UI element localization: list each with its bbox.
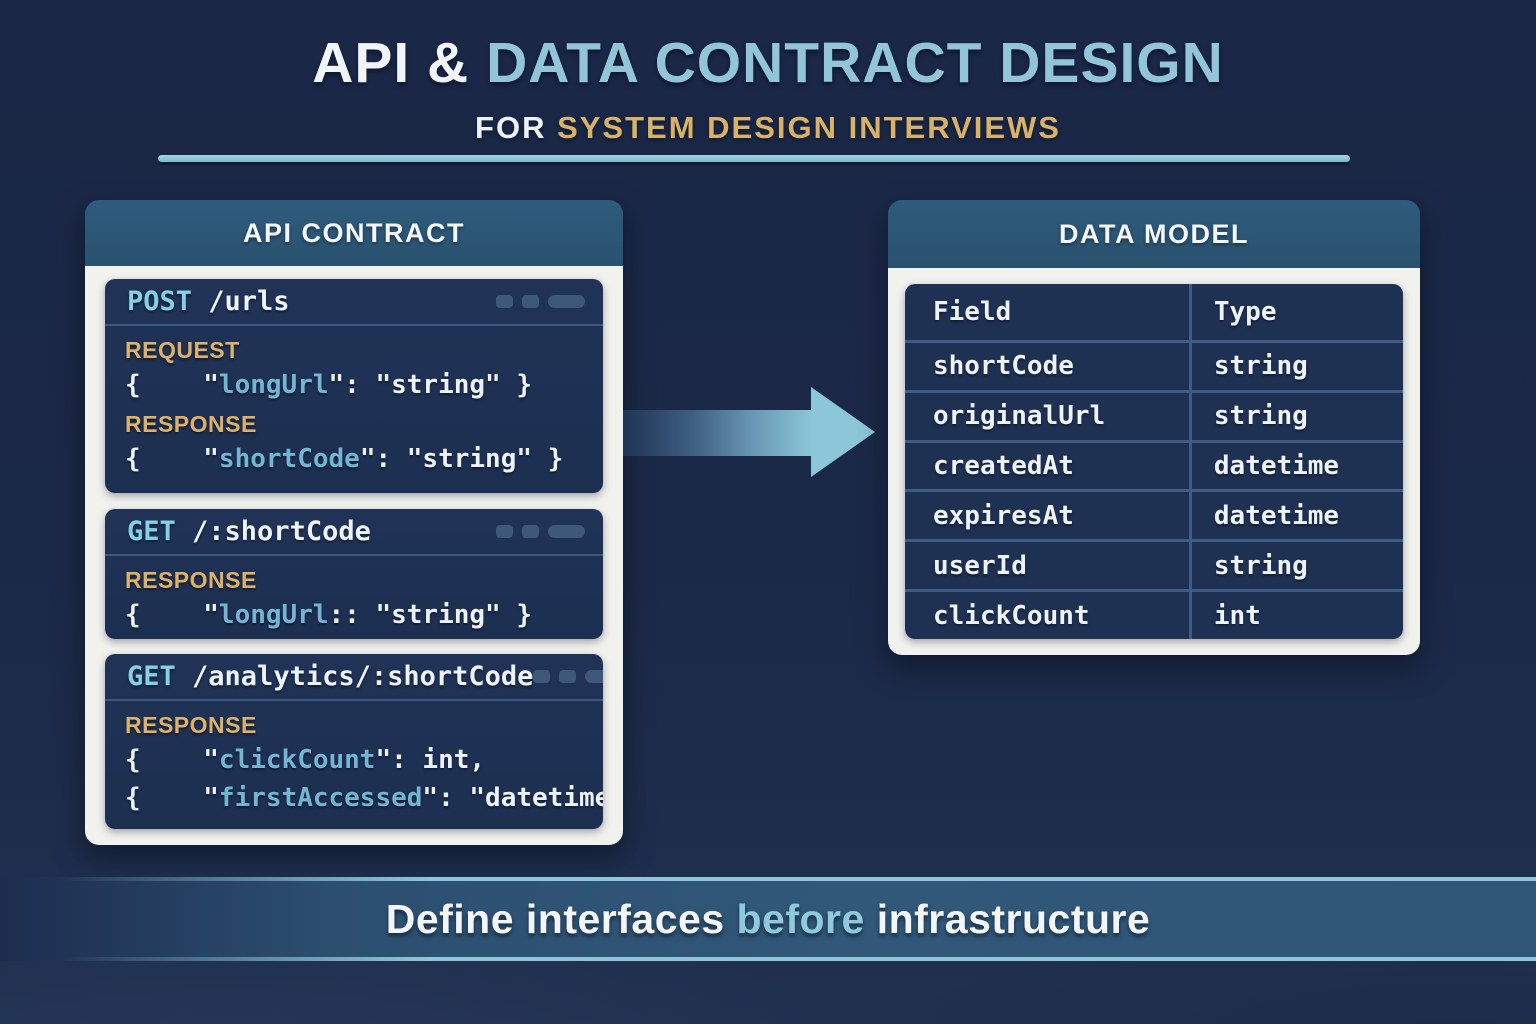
json-key: firstAccessed <box>218 783 423 813</box>
table-row: clickCount int <box>905 589 1403 639</box>
type-cell: datetime <box>1188 492 1403 540</box>
code-card-get-shortcode: GET /:shortCode RESPONSE { "longUrl:: "s… <box>105 509 603 639</box>
footer-tagline: Define interfaces before infrastructure <box>386 896 1151 943</box>
page-title-white: API & <box>312 31 487 95</box>
json-prefix: { " <box>125 600 219 630</box>
code-card-content: RESPONSE { "clickCount": int, { "firstAc… <box>105 701 603 823</box>
code-card-titlebar: GET /:shortCode <box>105 509 603 556</box>
json-line: { "longUrl": "string" } <box>125 366 583 404</box>
footer-banner: Define interfaces before infrastructure <box>0 877 1536 961</box>
field-cell: originalUrl <box>933 401 1106 432</box>
section-label-response: RESPONSE <box>125 411 257 437</box>
json-key: shortCode <box>218 444 360 474</box>
json-line: { "shortCode": "string" } <box>125 440 583 478</box>
http-method: POST <box>127 286 193 317</box>
type-cell: datetime <box>1188 442 1403 490</box>
api-contract-panel-body: POST /urls REQUEST { "longUrl": "string"… <box>85 266 623 845</box>
code-card-content: REQUEST { "longUrl": "string" } RESPONSE… <box>105 326 603 484</box>
json-line: { "clickCount": int, <box>125 741 583 779</box>
table-row: shortCode string <box>905 340 1403 390</box>
endpoint-title: GET /:shortCode <box>127 516 371 547</box>
http-method: GET <box>127 661 176 692</box>
window-dot-icon <box>533 670 551 683</box>
type-cell: int <box>1188 592 1403 639</box>
window-dots <box>496 525 585 538</box>
window-dot-icon <box>496 525 513 538</box>
column-header-field: Field <box>933 297 1012 327</box>
data-model-panel-body: Field Type shortCode string originalUrl … <box>888 268 1420 655</box>
table-row: userId string <box>905 539 1403 590</box>
footer-tagline-white-1: Define interfaces <box>385 895 737 942</box>
footer-tagline-white-2: infrastructure <box>864 895 1151 942</box>
json-prefix: { " <box>125 370 219 400</box>
endpoint-path: /:shortCode <box>175 516 371 547</box>
data-model-panel-title: DATA MODEL <box>888 200 1420 268</box>
json-key: clickCount <box>218 745 376 775</box>
window-pill-icon <box>548 295 585 308</box>
type-cell: string <box>1188 392 1403 440</box>
field-cell: clickCount <box>933 600 1090 631</box>
flow-arrow-icon <box>623 387 877 477</box>
json-key: longUrl <box>218 600 329 630</box>
field-cell: createdAt <box>933 451 1074 482</box>
json-suffix: :: "string" } <box>328 600 533 630</box>
table-row: originalUrl string <box>905 389 1403 440</box>
arrow-head <box>811 387 875 477</box>
page-subtitle-white: FOR <box>475 110 558 145</box>
json-suffix: ": "string" } <box>359 444 564 474</box>
window-dot-icon <box>522 525 539 538</box>
json-prefix: { " <box>125 783 219 813</box>
footer-tagline-blue: before <box>736 895 865 942</box>
column-header-type: Type <box>1188 284 1403 340</box>
section-label-response: RESPONSE <box>125 712 257 738</box>
json-suffix: ": int, <box>375 745 486 775</box>
page-title: API & DATA CONTRACT DESIGN <box>0 30 1536 96</box>
page-header: API & DATA CONTRACT DESIGN FOR SYSTEM DE… <box>0 30 1536 146</box>
title-divider <box>158 155 1350 162</box>
window-dots <box>496 295 585 308</box>
page-title-blue: DATA CONTRACT DESIGN <box>486 31 1224 95</box>
http-method: GET <box>127 516 176 547</box>
code-card-content: RESPONSE { "longUrl:: "string" } <box>105 556 603 639</box>
json-line: { "longUrl:: "string" } <box>125 596 583 634</box>
endpoint-path: /urls <box>192 286 290 317</box>
code-card-titlebar: POST /urls <box>105 279 603 326</box>
window-dots <box>533 670 603 683</box>
json-suffix: ": "datetime" } <box>422 783 603 813</box>
window-dot-icon <box>559 670 577 683</box>
page-subtitle-gold: SYSTEM DESIGN INTERVIEWS <box>557 110 1061 145</box>
json-line: { "firstAccessed": "datetime" } <box>125 779 603 817</box>
section-label-response: RESPONSE <box>125 567 257 593</box>
json-key: longUrl <box>218 370 329 400</box>
json-prefix: { " <box>125 444 219 474</box>
endpoint-title: POST /urls <box>127 286 290 317</box>
page-subtitle: FOR SYSTEM DESIGN INTERVIEWS <box>0 110 1536 146</box>
endpoint-title: GET /analytics/:shortCode <box>127 661 533 692</box>
window-pill-icon <box>585 670 603 683</box>
code-card-get-analytics: GET /analytics/:shortCode RESPONSE { "cl… <box>105 654 603 829</box>
json-prefix: { " <box>125 745 219 775</box>
type-cell: string <box>1188 542 1403 590</box>
field-cell: shortCode <box>933 351 1074 382</box>
field-cell: userId <box>933 550 1027 581</box>
data-model-panel: DATA MODEL Field Type shortCode string o… <box>888 200 1420 655</box>
code-card-post-urls: POST /urls REQUEST { "longUrl": "string"… <box>105 279 603 493</box>
schema-table: Field Type shortCode string originalUrl … <box>905 284 1403 639</box>
type-cell: string <box>1188 343 1403 390</box>
api-contract-panel-title: API CONTRACT <box>85 200 623 266</box>
field-cell: expiresAt <box>933 500 1074 531</box>
section-label-request: REQUEST <box>125 337 240 363</box>
window-dot-icon <box>522 295 539 308</box>
table-row: expiresAt datetime <box>905 489 1403 540</box>
json-suffix: ": "string" } <box>328 370 533 400</box>
endpoint-path: /analytics/:shortCode <box>175 661 534 692</box>
window-dot-icon <box>496 295 513 308</box>
table-header-row: Field Type <box>905 284 1403 340</box>
arrow-shaft <box>623 410 813 456</box>
api-contract-panel: API CONTRACT POST /urls REQUEST { "longU… <box>85 200 623 845</box>
table-row: createdAt datetime <box>905 439 1403 490</box>
window-pill-icon <box>548 525 585 538</box>
code-card-titlebar: GET /analytics/:shortCode <box>105 654 603 701</box>
